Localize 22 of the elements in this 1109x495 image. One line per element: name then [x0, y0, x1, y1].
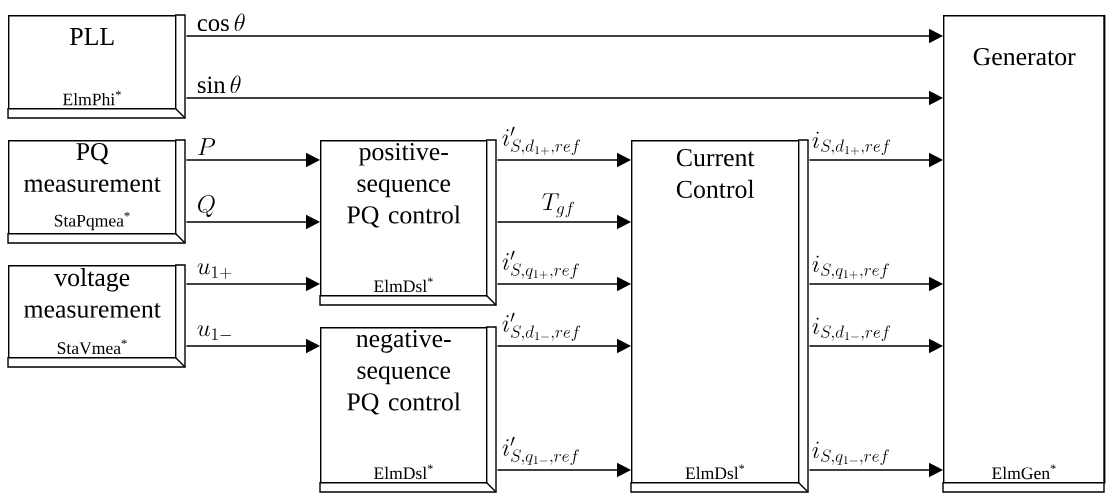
block-box: PLL ElmPhi$^{*}$	[7, 14, 186, 119]
edge-label: $i_{S,d_{1-},ref}$	[812, 317, 891, 341]
block-box: positive-sequence PQ control ElmDsl$^{*}$	[319, 139, 497, 306]
edge-label: $Q$	[198, 195, 215, 218]
edge-label: $i'_{S,q_{1-},ref}$	[502, 436, 579, 465]
edge-label: $\sin\theta$	[197, 75, 241, 94]
edge-label: $\cos\theta$	[197, 13, 245, 32]
block-box: Generator ElmGen$^{*}$	[942, 14, 1106, 493]
edge-label: $i_{S,d_{1+},ref}$	[812, 131, 891, 156]
block-box: negative-sequence PQ control ElmDsl$^{*}$	[319, 326, 497, 493]
edge-label: $P$	[198, 138, 216, 156]
edge-label: $i_{S,q_{1+},ref}$	[812, 255, 889, 280]
block-box: Current Control ElmDsl$^{*}$	[630, 139, 809, 493]
edge-label: $u_{1-}$	[197, 325, 231, 340]
edge-label: $T_{gf}$	[542, 193, 575, 218]
edge-label: $i'_{S,d_{1-},ref}$	[502, 312, 581, 341]
edge-label: $i'_{S,d_{1+},ref}$	[502, 126, 581, 156]
edge-label: $i_{S,q_{1-},ref}$	[812, 441, 889, 465]
block-box: PQ measurement StaPqmea$^{*}$	[7, 139, 186, 244]
edge-label: $i'_{S,q_{1+},ref}$	[502, 250, 579, 280]
edge-label: $u_{1+}$	[197, 263, 232, 280]
block-box: voltage measurement StaVmea$^{*}$	[7, 264, 186, 368]
